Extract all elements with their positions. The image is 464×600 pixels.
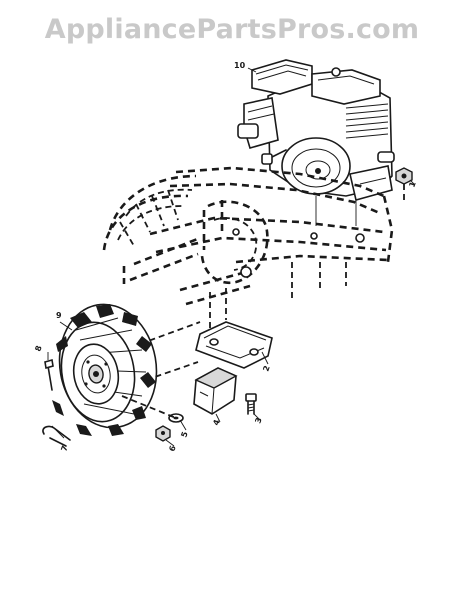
- wheel-tire-part-9: [52, 303, 158, 436]
- pin-part-8: [44, 358, 54, 391]
- callout-7: 7: [59, 444, 69, 452]
- nut-part-6: [155, 425, 171, 442]
- clip-part-7: [42, 425, 71, 447]
- callout-3: 3: [253, 416, 263, 424]
- callout-9: 9: [56, 311, 62, 320]
- nut-part-1: [395, 167, 413, 185]
- callout-1: 1: [407, 180, 418, 189]
- tiller-frame: [102, 166, 394, 330]
- callout-2: 2: [261, 364, 271, 372]
- callout-4: 4: [211, 418, 222, 427]
- engine: [237, 59, 395, 226]
- callout-6: 6: [167, 444, 178, 453]
- weight-block-part-4: [193, 367, 238, 415]
- callout-8: 8: [33, 344, 44, 353]
- callout-5: 5: [179, 430, 190, 439]
- bracket-plate-part-2: [195, 321, 273, 369]
- bolt-part-3: [245, 393, 257, 415]
- watermark-logo: AppliancePartsPros.com: [44, 14, 420, 45]
- callout-10: 10: [234, 61, 246, 70]
